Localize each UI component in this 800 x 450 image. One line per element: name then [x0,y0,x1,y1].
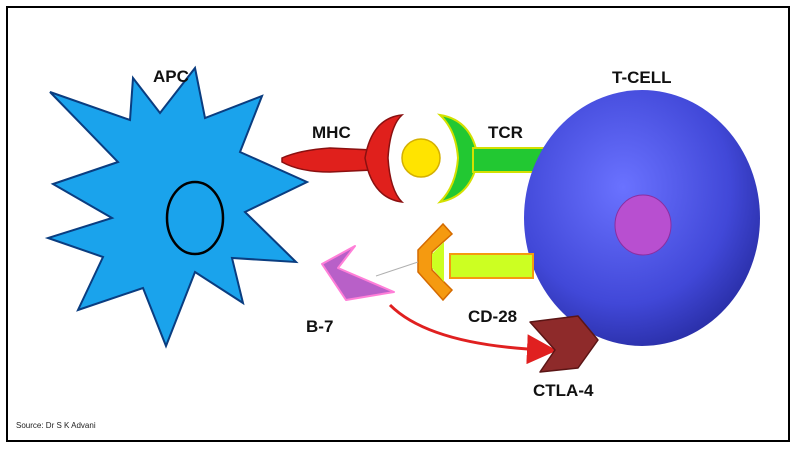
mhc-cup [364,114,405,204]
cd28-inner [432,242,444,282]
tcr-cup [436,113,480,204]
cd28-label: CD-28 [468,307,517,326]
source-credit: Source: Dr S K Advani [16,421,96,430]
tcell-label: T-CELL [612,68,672,87]
apc-label: APC [153,67,189,86]
apc-cell [44,65,310,349]
b7-to-ctla4-arrow [388,303,557,365]
b7-label: B-7 [306,317,333,336]
antigen-peptide [401,138,441,178]
t-cell-nucleus [614,194,672,256]
b7-cd28-binding-line [375,261,419,277]
mhc-label: MHC [312,123,351,142]
cd28-stalk [449,253,534,279]
mhc-stalk [281,147,373,173]
tcr-label: TCR [488,123,523,142]
ctla4-molecule [529,315,599,373]
apc-nucleus [165,180,225,256]
cd28-head [417,222,454,302]
b7-molecule [321,245,395,301]
ctla4-label: CTLA-4 [533,381,594,400]
